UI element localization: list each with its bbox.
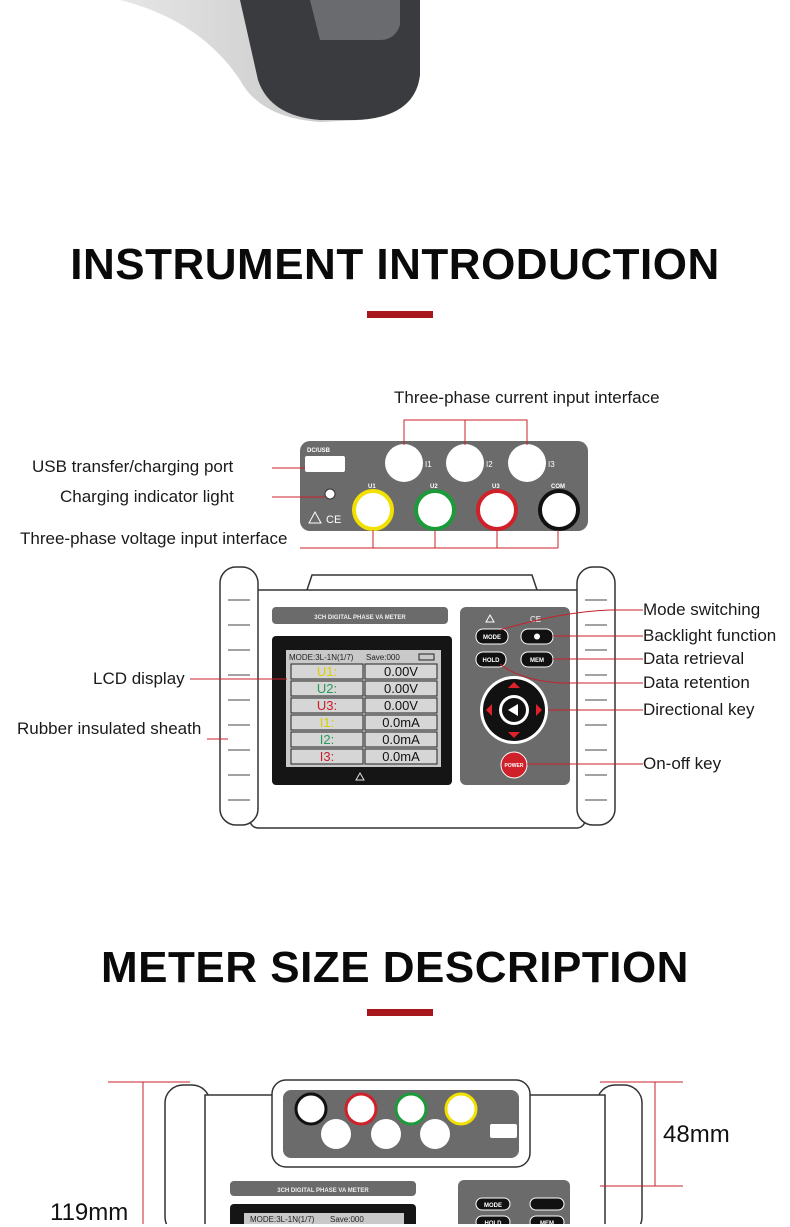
dimension-lines [108, 1081, 683, 1224]
label-mode-switching: Mode switching [643, 600, 761, 619]
svg-text:U1: U1 [368, 484, 376, 490]
label-charging-light: Charging indicator light [60, 487, 234, 506]
charging-indicator-light [324, 488, 336, 500]
callout-lines-meter [190, 609, 643, 765]
svg-text:MODE: MODE [483, 635, 501, 641]
svg-text:3CH DIGITAL PHASE VA METER: 3CH DIGITAL PHASE VA METER [277, 1188, 369, 1194]
svg-text:I2: I2 [486, 460, 493, 469]
svg-text:CE: CE [530, 615, 541, 624]
lcd-row: U1: 0.00V [290, 663, 438, 680]
svg-text:HOLD: HOLD [483, 658, 501, 664]
label-voltage-input: Three-phase voltage input interface [20, 529, 288, 548]
svg-text:DC/USB: DC/USB [307, 448, 331, 454]
svg-text:MODE:3L-1N(1/7): MODE:3L-1N(1/7) [250, 1215, 315, 1224]
svg-text:MEM: MEM [530, 658, 544, 664]
label-lcd-display: LCD display [93, 669, 185, 688]
directional-pad[interactable] [480, 676, 548, 744]
device-top-fragment [120, 0, 420, 122]
power-button[interactable]: POWER [500, 751, 528, 779]
svg-text:HOLD: HOLD [485, 1221, 503, 1224]
meter-body: 3CH DIGITAL PHASE VA METER MODE:3L-1N(1/… [219, 566, 616, 829]
jack-u1 [352, 489, 394, 531]
svg-text:U2: U2 [430, 484, 438, 490]
lcd-row: I3: 0.0mA [290, 748, 438, 765]
lcd-row-value: 0.00V [384, 664, 418, 679]
title-underline [367, 1009, 433, 1016]
mode-button[interactable]: MODE [475, 628, 509, 645]
title-underline [367, 311, 433, 318]
usb-port [305, 456, 345, 472]
label-data-retrieval: Data retrieval [643, 649, 745, 668]
svg-text:I3: I3 [548, 460, 555, 469]
jack-u2 [414, 489, 456, 531]
warning-icon [308, 510, 322, 524]
size-drawing: 3CH DIGITAL PHASE VA METER MODE:3L-1N(1/… [164, 1079, 643, 1224]
svg-text:Save:000: Save:000 [330, 1215, 364, 1224]
lcd-row-label: U2: [317, 681, 337, 696]
left-rubber-sheath [219, 566, 259, 826]
svg-text:Save:000: Save:000 [366, 653, 400, 662]
label-data-retention: Data retention [643, 673, 750, 692]
jack-u3 [476, 489, 518, 531]
lcd-row-label: I1: [320, 715, 334, 730]
lcd-row-label: I2: [320, 732, 334, 747]
label-current-input: Three-phase current input interface [394, 388, 660, 407]
label-backlight: Backlight function [643, 626, 777, 645]
section-title-instrument-introduction: INSTRUMENT INTRODUCTION [70, 240, 720, 289]
warning-icon [485, 613, 495, 623]
lcd-row-value: 0.0mA [382, 732, 420, 747]
warning-icon [355, 771, 365, 781]
svg-text:CE: CE [326, 514, 341, 526]
lcd-row: U2: 0.00V [290, 680, 438, 697]
section-title-meter-size: METER SIZE DESCRIPTION [101, 943, 689, 992]
lcd-row: U3: 0.00V [290, 697, 438, 714]
lcd-row-value: 0.00V [384, 698, 418, 713]
lcd-row-label: U1: [317, 664, 337, 679]
label-usb-port: USB transfer/charging port [32, 457, 234, 476]
svg-text:COM: COM [551, 484, 565, 490]
svg-text:POWER: POWER [505, 763, 524, 769]
svg-text:MEM: MEM [540, 1221, 554, 1224]
dimension-height: 119mm [50, 1199, 129, 1227]
label-rubber-sheath: Rubber insulated sheath [17, 719, 202, 738]
hold-button[interactable]: HOLD [475, 651, 507, 668]
dimension-depth: 48mm [663, 1121, 730, 1148]
svg-text:MODE:3L-1N(1/7): MODE:3L-1N(1/7) [289, 653, 354, 662]
lcd-row-value: 0.0mA [382, 715, 420, 730]
callout-lines [272, 419, 559, 549]
lcd-row-value: 0.00V [384, 681, 418, 696]
svg-text:3CH DIGITAL PHASE VA METER: 3CH DIGITAL PHASE VA METER [314, 615, 406, 621]
lcd-row: I2: 0.0mA [290, 731, 438, 748]
lcd-row-label: I3: [320, 749, 334, 764]
arrow-right-icon [536, 704, 542, 716]
svg-text:I1: I1 [425, 460, 432, 469]
jack-i2 [446, 444, 484, 482]
lcd-row-value: 0.0mA [382, 749, 420, 764]
label-on-off-key: On-off key [643, 754, 722, 773]
jack-i1 [385, 444, 423, 482]
right-rubber-sheath [576, 566, 616, 826]
lcd-row-label: U3: [317, 698, 337, 713]
sun-icon [534, 633, 540, 640]
battery-icon [418, 653, 435, 661]
name-plate [272, 607, 448, 624]
backlight-button[interactable] [520, 628, 554, 645]
jack-i3 [508, 444, 546, 482]
enter-icon [508, 704, 518, 716]
top-jack-panel: DC/USB I1 I2 I3 U1 U2 U3 COM CE [300, 441, 588, 531]
lcd-row: I1: 0.0mA [290, 714, 438, 731]
svg-text:MODE: MODE [484, 1203, 502, 1209]
svg-text:U3: U3 [492, 484, 500, 490]
arrow-down-icon [508, 732, 520, 738]
mem-button[interactable]: MEM [520, 651, 554, 668]
arrow-up-icon [508, 682, 520, 688]
label-directional-key: Directional key [643, 700, 755, 719]
jack-com [538, 489, 580, 531]
arrow-left-icon [486, 704, 492, 716]
